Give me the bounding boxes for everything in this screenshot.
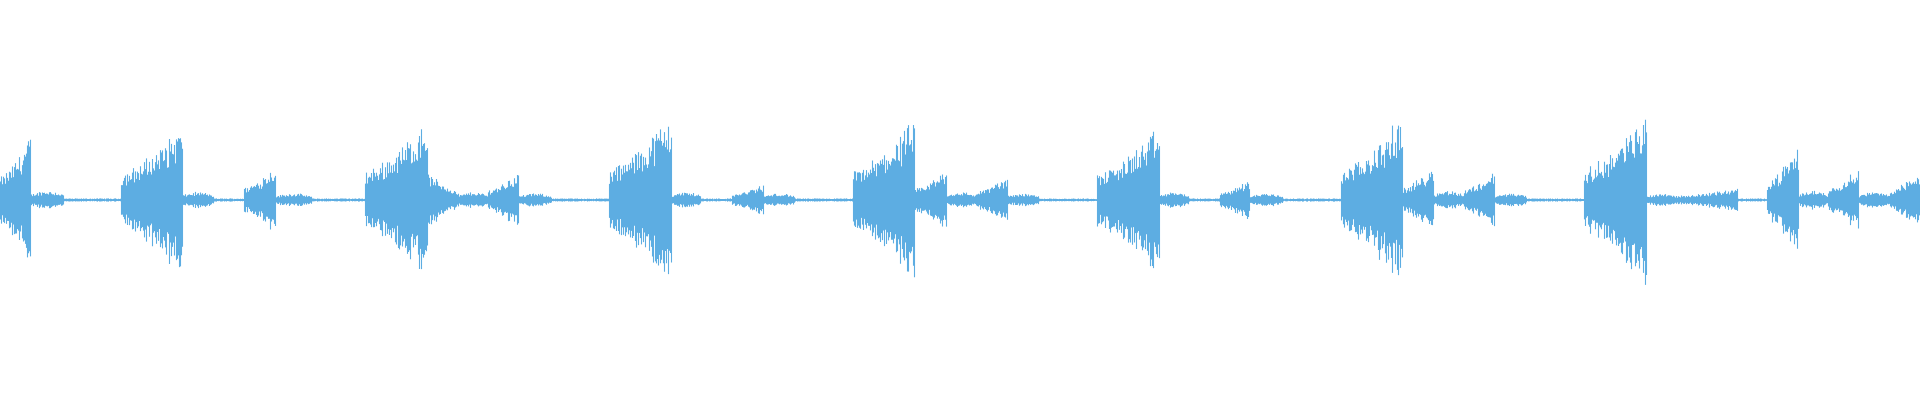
waveform-bars <box>0 119 1920 285</box>
waveform-path <box>0 119 1920 285</box>
